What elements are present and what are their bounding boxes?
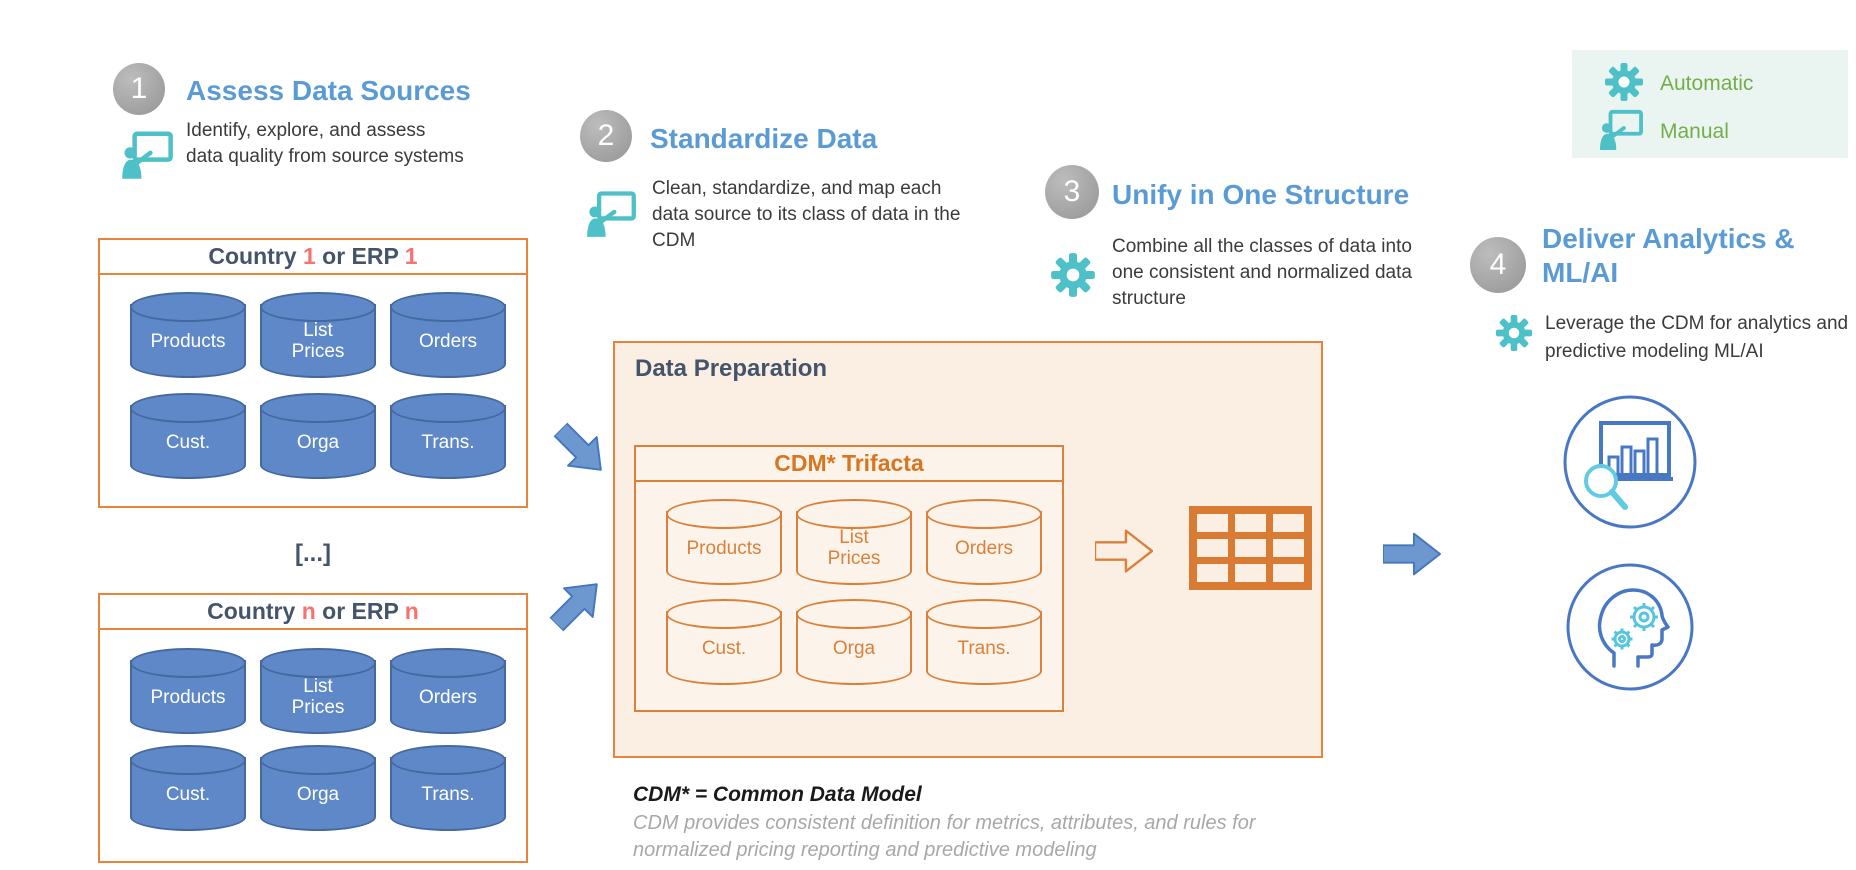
- cdm-definition: CDM* = Common Data Model: [633, 783, 922, 806]
- database-label: Cust.: [165, 783, 211, 805]
- database-label: Trans.: [957, 637, 1011, 659]
- database-label: Orga: [832, 637, 876, 659]
- gear-icon: [1495, 314, 1533, 352]
- step-1-description: Identify, explore, and assess data quali…: [186, 120, 464, 167]
- source-box-country-1: Country 1 or ERP 1 Products List Prices …: [98, 238, 528, 508]
- arrow-down-right-icon: [553, 422, 602, 471]
- title-text: Country: [208, 243, 303, 269]
- step-3-number-badge: 3: [1045, 165, 1099, 219]
- database-cylinder: Cust.: [130, 393, 246, 479]
- database-label: Cust.: [165, 431, 211, 453]
- arrow-up-right-icon: [549, 583, 598, 632]
- gear-icon: [1051, 253, 1095, 297]
- arrow-right-icon: [1383, 532, 1441, 576]
- database-cylinder: List Prices: [260, 292, 376, 378]
- source-box-country-n: Country n or ERP n Products List Prices …: [98, 593, 528, 863]
- database-cylinder: Orga: [260, 393, 376, 479]
- database-label: Trans.: [421, 431, 475, 453]
- title-number: n: [301, 598, 316, 624]
- legend: [1572, 50, 1848, 158]
- database-label: List Prices: [827, 527, 881, 569]
- step-4-description: Leverage the CDM for analytics and predi…: [1545, 313, 1849, 362]
- analytics-chart-magnifier-icon: [1563, 395, 1697, 529]
- legend-automatic-label: Automatic: [1660, 72, 1754, 95]
- step-2-number-badge: 2: [580, 110, 632, 162]
- database-cylinder: Products: [130, 292, 246, 378]
- title-text: or ERP: [315, 243, 405, 269]
- step-4-number-badge: 4: [1470, 237, 1526, 293]
- database-cylinder: Orders: [390, 292, 506, 378]
- more-sources-ellipsis: [...]: [295, 540, 331, 567]
- source-box-country-1-title: Country 1 or ERP 1: [100, 240, 526, 275]
- database-cylinder: Orga: [796, 599, 912, 685]
- cdm-trifacta-title: CDM* Trifacta: [636, 447, 1062, 482]
- database-cylinder: Trans.: [926, 599, 1042, 685]
- manual-icon: [1600, 109, 1643, 150]
- database-label: Orders: [954, 537, 1014, 559]
- database-label: Orga: [296, 431, 340, 453]
- database-cylinder: List Prices: [796, 499, 912, 585]
- step-3-title: Unify in One Structure: [1112, 179, 1410, 210]
- database-cylinder: Cust.: [666, 599, 782, 685]
- step-4-title: Deliver Analytics & ML/AI: [1542, 223, 1795, 288]
- data-preparation-box: Data Preparation CDM* Trifacta Products …: [613, 341, 1323, 758]
- arrow-right-outline-icon: [1095, 529, 1153, 573]
- title-number: n: [404, 598, 419, 624]
- head-gears-ml-icon: [1566, 563, 1694, 691]
- title-number: 1: [302, 243, 316, 269]
- database-label: Trans.: [421, 783, 475, 805]
- database-label: Orders: [418, 686, 478, 708]
- cdm-note-line-1: CDM provides consistent definition for m…: [633, 812, 1256, 834]
- step-1-number-badge: 1: [113, 63, 165, 115]
- step-2-description: Clean, standardize, and map each data so…: [652, 178, 961, 251]
- table-grid-icon: [1189, 506, 1312, 590]
- database-label: Orders: [418, 330, 478, 352]
- title-text: or ERP: [315, 598, 405, 624]
- database-cylinder: Orders: [926, 499, 1042, 585]
- database-label: Cust.: [701, 637, 747, 659]
- manual-icon: [587, 191, 636, 237]
- database-cylinder: Products: [666, 499, 782, 585]
- database-label: Products: [150, 686, 226, 708]
- database-label: List Prices: [291, 676, 345, 718]
- step-2-title: Standardize Data: [650, 123, 878, 154]
- database-label: List Prices: [291, 320, 345, 362]
- database-cylinder: Cust.: [130, 745, 246, 831]
- source-box-country-n-title: Country n or ERP n: [100, 595, 526, 630]
- database-label: Orga: [296, 783, 340, 805]
- database-cylinder: Products: [130, 648, 246, 734]
- database-cylinder: Orders: [390, 648, 506, 734]
- legend-manual-label: Manual: [1660, 120, 1729, 143]
- step-1-title: Assess Data Sources: [186, 75, 471, 106]
- title-number: 1: [404, 243, 418, 269]
- gear-icon: [1605, 63, 1643, 101]
- cdm-note-line-2: normalized pricing reporting and predict…: [633, 839, 1097, 861]
- database-cylinder: List Prices: [260, 648, 376, 734]
- data-preparation-title: Data Preparation: [635, 355, 828, 382]
- step-3-description: Combine all the classes of data into one…: [1112, 236, 1412, 309]
- title-text: Country: [207, 598, 302, 624]
- database-cylinder: Orga: [260, 745, 376, 831]
- database-cylinder: Trans.: [390, 745, 506, 831]
- database-label: Products: [150, 330, 226, 352]
- cdm-trifacta-box: CDM* Trifacta Products List Prices Order…: [634, 445, 1064, 712]
- database-label: Products: [686, 537, 762, 559]
- database-cylinder: Trans.: [390, 393, 506, 479]
- manual-icon: [122, 131, 173, 179]
